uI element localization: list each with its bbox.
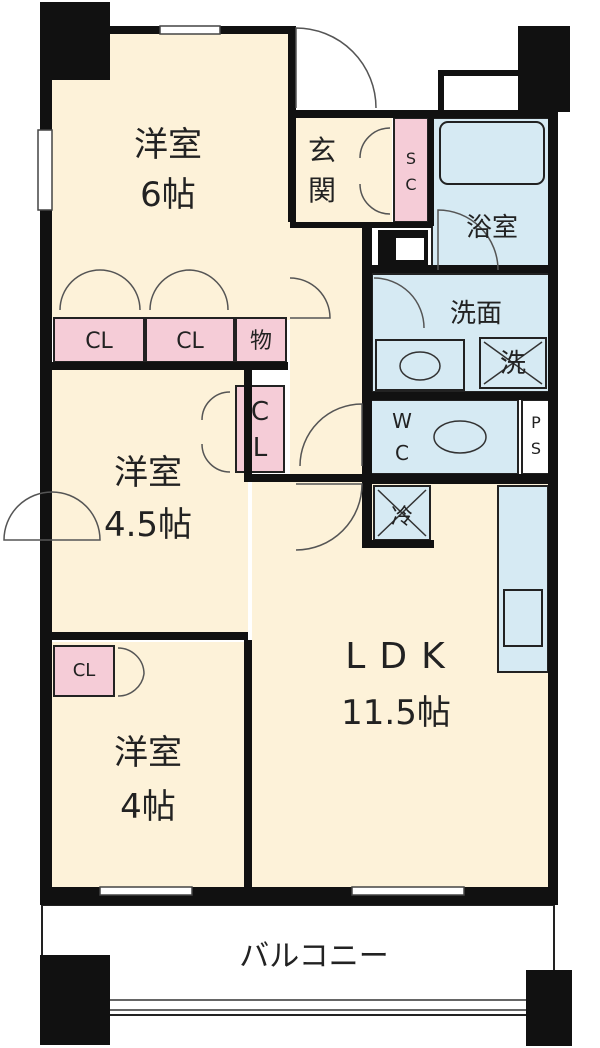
wall-top-bath-2 (438, 70, 444, 114)
fridge-label: 冷 (391, 505, 413, 530)
western-room-45-floor (48, 370, 248, 632)
toilet-bowl (433, 420, 487, 454)
closet-6-right (145, 317, 235, 363)
wall-top-bath (438, 70, 518, 76)
washroom-label: 洗面 (450, 299, 502, 329)
shoe-closet (393, 117, 429, 223)
pipe-space (521, 399, 551, 475)
entrance-door (295, 27, 377, 109)
wall-corner-bottom-right (526, 970, 572, 1046)
wall-left (40, 80, 52, 895)
window-6 (37, 129, 53, 211)
closet-4-label: CL (73, 660, 96, 681)
wall-wet-left (362, 225, 372, 545)
door-wc (299, 403, 363, 467)
window-top-6 (159, 25, 221, 35)
washer-x (483, 341, 543, 385)
washer-label: 洗 (500, 349, 526, 379)
wall-4-right (244, 640, 252, 890)
closet-6-right-label: CL (176, 329, 204, 354)
closet-doors-4 (117, 647, 145, 697)
wall-6-bottom (48, 362, 288, 370)
washbasin-bowl (399, 351, 441, 381)
wall-wash-top (362, 265, 550, 273)
closet-4 (53, 645, 115, 697)
entrance-floor (292, 118, 392, 223)
shaft-inner (396, 238, 424, 260)
hallway-floor (290, 225, 368, 480)
door-ldk (295, 483, 363, 551)
bath-door (437, 209, 499, 271)
bathroom-label: 浴室 (466, 213, 518, 243)
storage-label: 物 (250, 329, 272, 354)
room-western6-size: 6帖 (140, 175, 196, 215)
wall-wet-bottom (362, 474, 550, 484)
closet-doors-6 (59, 269, 229, 311)
shoe-closet-label-2: C (405, 175, 416, 194)
room-ldk-size: 11.5帖 (341, 693, 451, 733)
closet-45-label-2: L (253, 433, 268, 463)
shoe-closet-label-1: S (406, 149, 416, 168)
room-western4-name: 洋室 (114, 733, 182, 773)
wall-entrance-bottom (290, 222, 432, 228)
room-western6-name: 洋室 (134, 125, 202, 165)
wall-ldk-top (244, 474, 370, 482)
wall-corner-top-left (40, 2, 110, 80)
door-45b (51, 491, 101, 541)
wall-corner-top-right (518, 26, 570, 112)
room-western45-size: 4.5帖 (104, 505, 192, 545)
shoe-closet-doors (359, 127, 391, 215)
washbasin (375, 339, 465, 391)
balcony-floor (41, 904, 555, 1016)
wc-label-1: W (392, 409, 412, 433)
balcony-label: バルコニー (239, 939, 388, 974)
wall-top-entrance (288, 26, 296, 222)
closet-45-label-1: C (251, 397, 269, 427)
fridge-x (377, 489, 427, 537)
entrance-label-2: 関 (308, 174, 336, 207)
wall-fridge-bottom (362, 540, 434, 548)
wall-45-bottom (48, 632, 248, 640)
wall-corner-bottom-left (40, 955, 110, 1045)
room-ldk-name: LDK (345, 636, 458, 677)
washroom-door (373, 277, 425, 329)
entrance-label-1: 玄 (308, 134, 336, 167)
closet-doors-45 (201, 391, 231, 473)
wc-label-2: C (395, 441, 409, 465)
kitchen-sink (503, 589, 543, 647)
closet-6-left-label: CL (85, 329, 113, 354)
bathtub (439, 121, 545, 185)
door-6 (289, 277, 331, 319)
door-45 (3, 491, 53, 541)
window-bottom-ldk (351, 886, 465, 896)
wall-45-right (244, 370, 252, 482)
wall-right (548, 110, 558, 895)
room-western45-name: 洋室 (114, 453, 182, 493)
wall-wc-top (362, 392, 550, 400)
window-bottom-4 (99, 886, 193, 896)
room-western4-size: 4帖 (120, 787, 176, 827)
wall-bath-top (290, 110, 550, 118)
wall-bath-left (428, 118, 434, 226)
ps-label-1: P (531, 413, 541, 432)
ps-label-2: S (531, 439, 541, 458)
